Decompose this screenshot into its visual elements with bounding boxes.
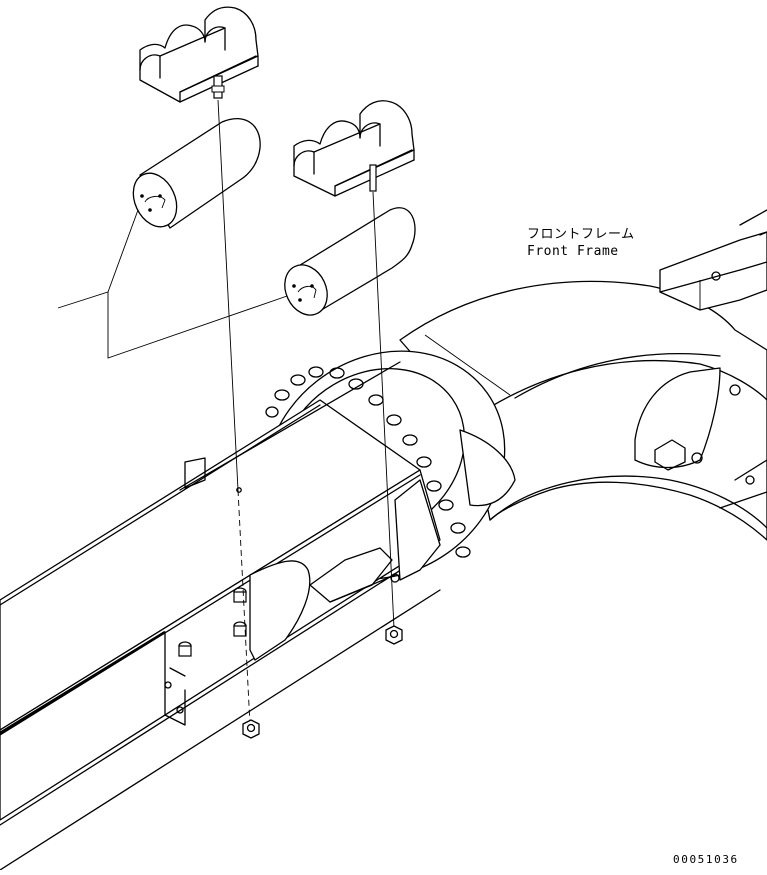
cylinder-2	[284, 207, 416, 316]
half-shell-clamp-1	[139, 6, 259, 103]
bolt-alignment-lines	[217, 99, 395, 726]
rear-frame-beam	[0, 361, 441, 871]
nut-right	[385, 625, 403, 645]
front-frame	[399, 209, 767, 541]
nut-left	[242, 719, 260, 739]
flange-bolt-holes	[265, 366, 471, 558]
leader-lines	[57, 209, 511, 396]
frame-bracket	[249, 479, 441, 661]
cylinder-1	[132, 117, 261, 229]
half-shell-clamp-2	[293, 100, 415, 197]
part-label-english: Front Frame	[527, 244, 619, 259]
drawing-number: 00051036	[673, 853, 739, 866]
part-label-japanese: フロントフレーム	[527, 227, 635, 242]
